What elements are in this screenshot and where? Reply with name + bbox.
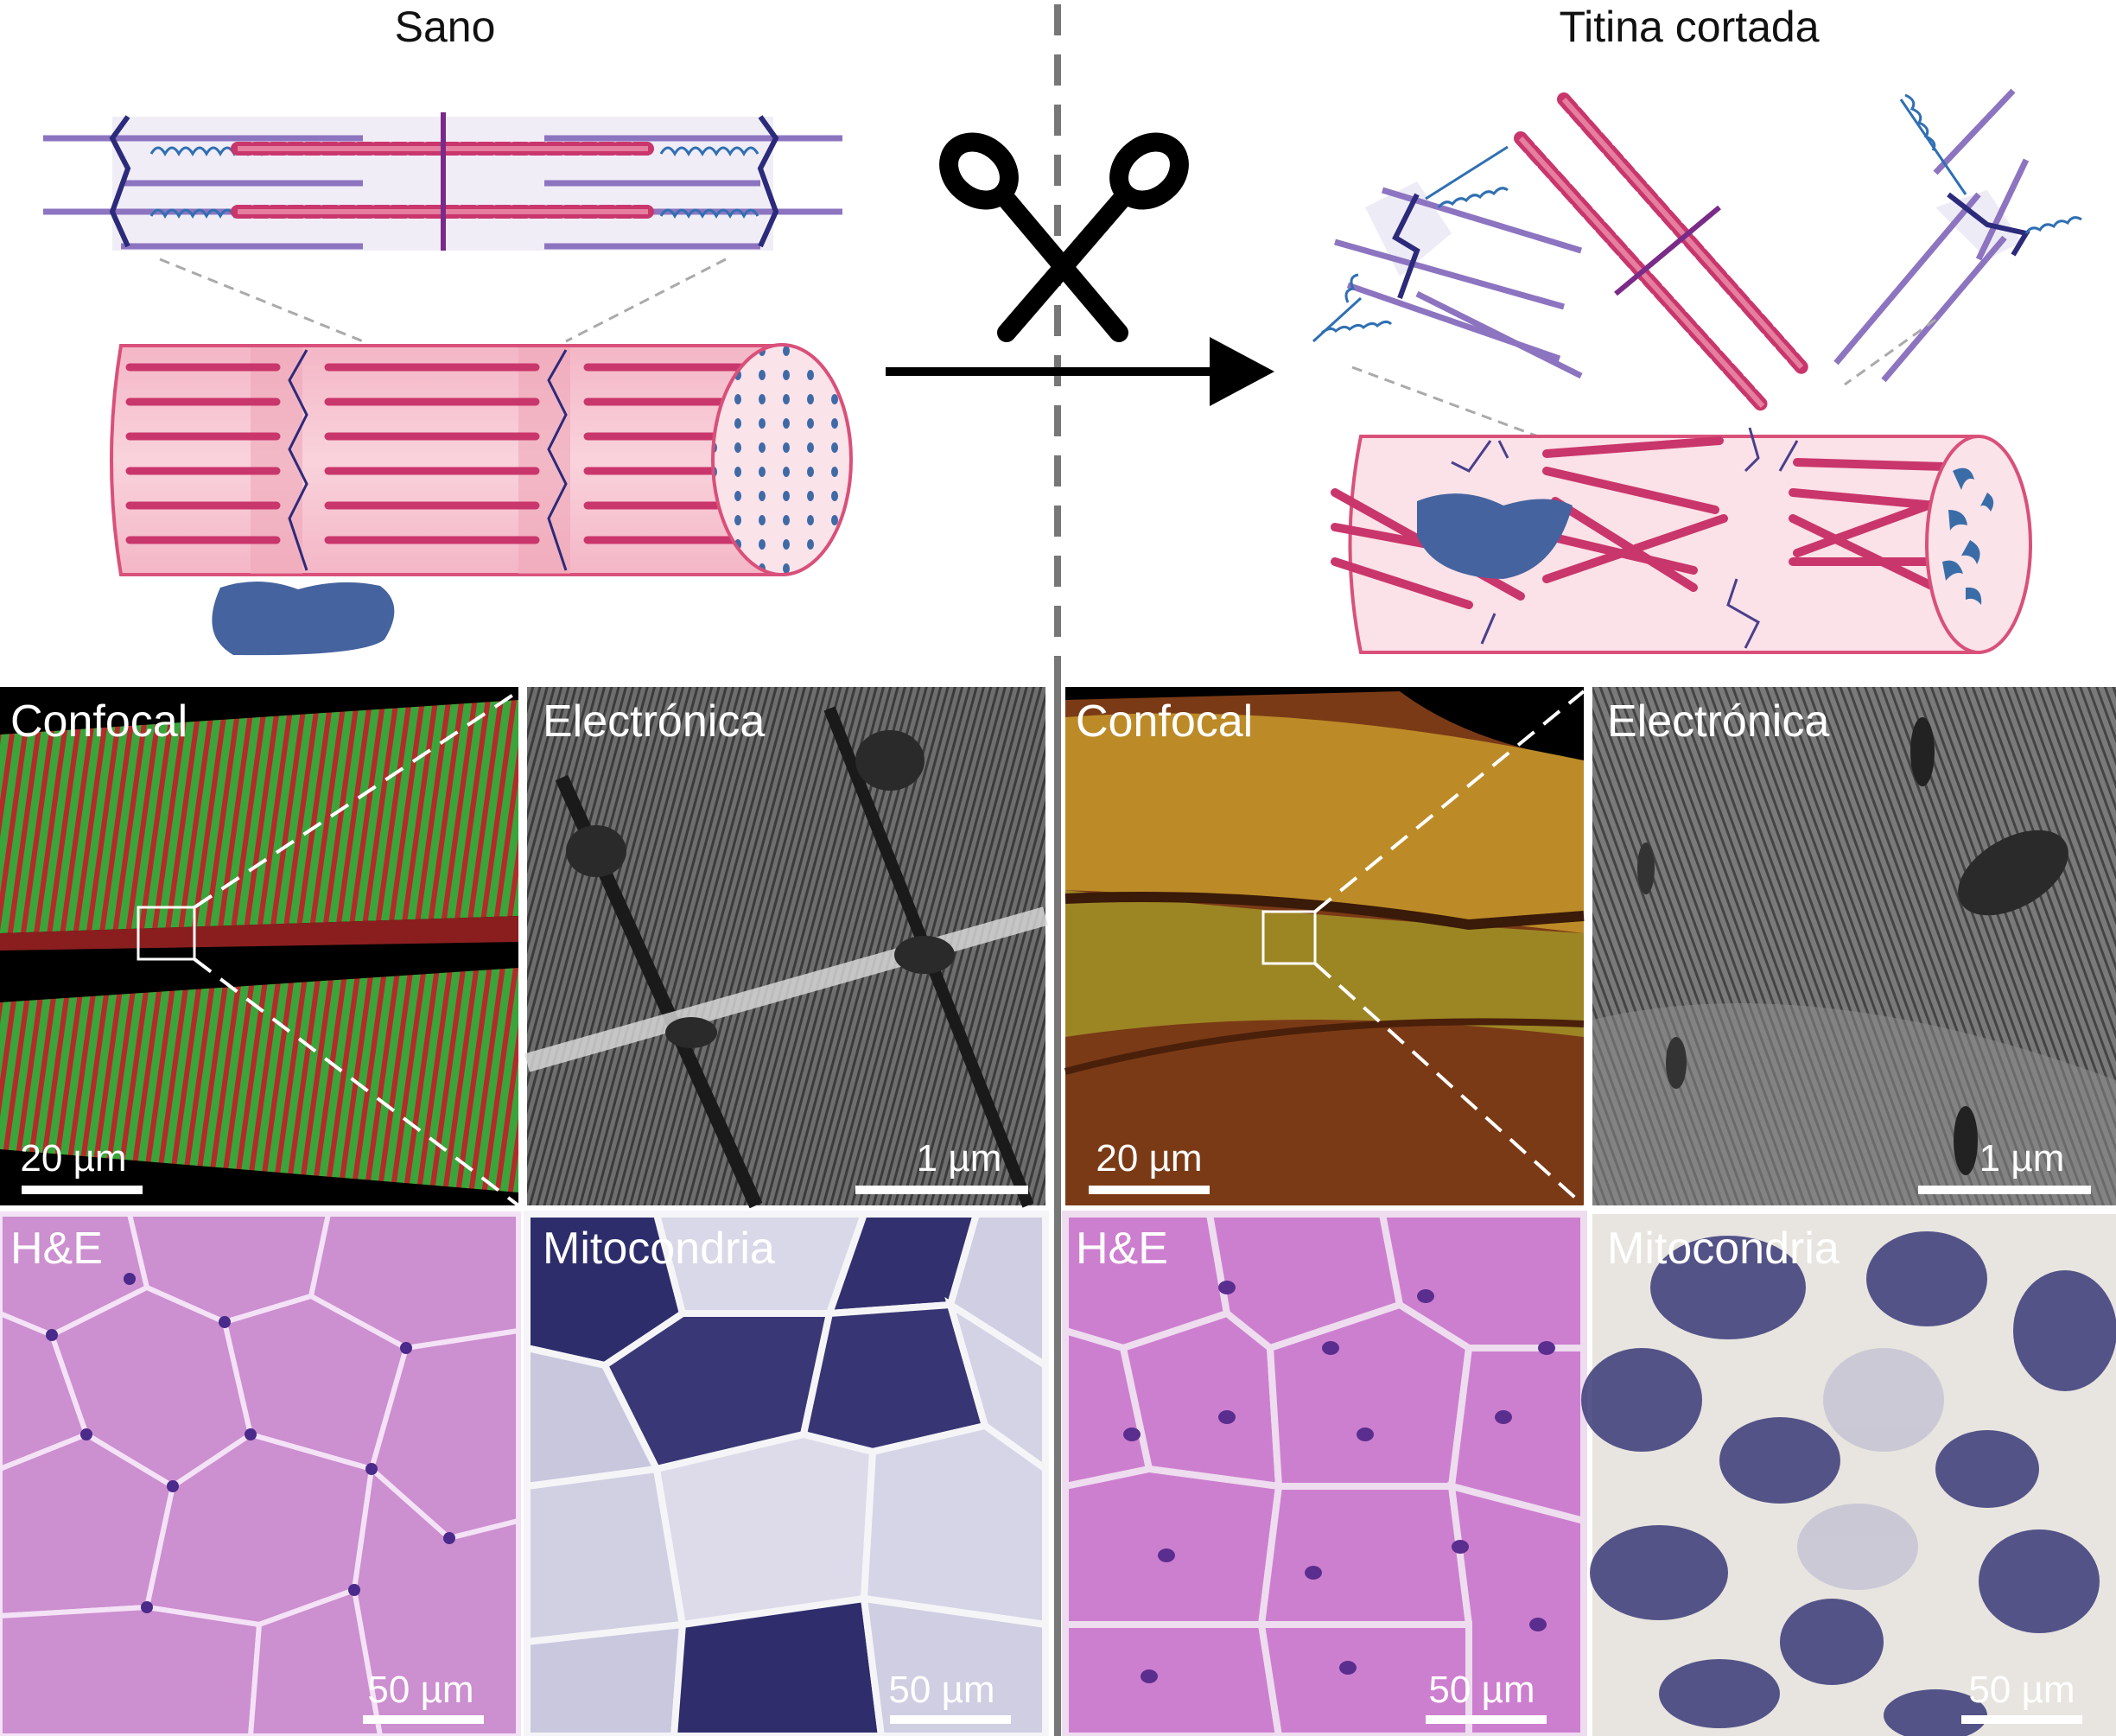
panel-left-confocal: Confocal 20 µm xyxy=(0,687,520,1207)
healthy-sarcomere-diagram xyxy=(43,112,842,343)
scale-bar xyxy=(22,1186,143,1194)
scale-bar-label: 50 µm xyxy=(888,1669,994,1711)
healthy-muscle-fiber xyxy=(110,343,853,656)
scale-bar-label: 50 µm xyxy=(367,1669,473,1711)
scale-bar-label: 50 µm xyxy=(1428,1669,1535,1711)
panel-right-confocal: Confocal 20 µm xyxy=(1064,687,1585,1207)
scale-bar xyxy=(1961,1715,2082,1724)
header-titin-cut: Titina cortada xyxy=(1559,3,1819,51)
scale-bar xyxy=(855,1186,1028,1194)
panel-label: H&E xyxy=(1076,1224,1168,1274)
panel-label: Mitocondria xyxy=(543,1224,775,1274)
panel-label: Confocal xyxy=(1076,696,1253,747)
scale-bar-label: 50 µm xyxy=(1968,1669,2075,1711)
panel-label: Electrónica xyxy=(1607,696,1829,747)
scale-bar-label: 20 µm xyxy=(1096,1137,1202,1180)
scale-bar xyxy=(1089,1186,1210,1194)
panel-right-mito: Mitocondria 50 µm xyxy=(1581,1214,2116,1736)
scale-bar xyxy=(1426,1715,1547,1724)
panel-label: Confocal xyxy=(10,696,187,747)
panel-right-he: H&E 50 µm xyxy=(1062,1211,1587,1736)
panel-left-electron: Electrónica 1 µm xyxy=(524,687,1048,1209)
panel-label: Electrónica xyxy=(543,696,765,747)
panel-right-electron: Electrónica 1 µm xyxy=(1592,687,2116,1205)
scale-bar xyxy=(363,1715,484,1724)
scale-bar-label: 1 µm xyxy=(1979,1137,2065,1180)
header-healthy: Sano xyxy=(395,3,496,51)
disrupted-muscle-fiber xyxy=(1331,427,2032,654)
scale-bar-label: 1 µm xyxy=(917,1137,1002,1180)
panel-label: H&E xyxy=(10,1224,103,1274)
arrow-right-icon xyxy=(886,337,1274,406)
scale-bar xyxy=(1918,1186,2091,1194)
panel-label: Mitocondria xyxy=(1607,1224,1840,1274)
nucleus xyxy=(1417,493,1573,579)
panel-left-mito: Mitocondria 50 µm xyxy=(524,1211,1049,1736)
scale-bar xyxy=(890,1715,1011,1724)
panel-left-he: H&E 50 µm xyxy=(0,1211,521,1736)
scissors-icon xyxy=(939,132,1189,342)
scale-bar-label: 20 µm xyxy=(20,1137,126,1180)
disrupted-sarcomere-diagram xyxy=(1312,88,2082,438)
nucleus xyxy=(212,581,395,656)
